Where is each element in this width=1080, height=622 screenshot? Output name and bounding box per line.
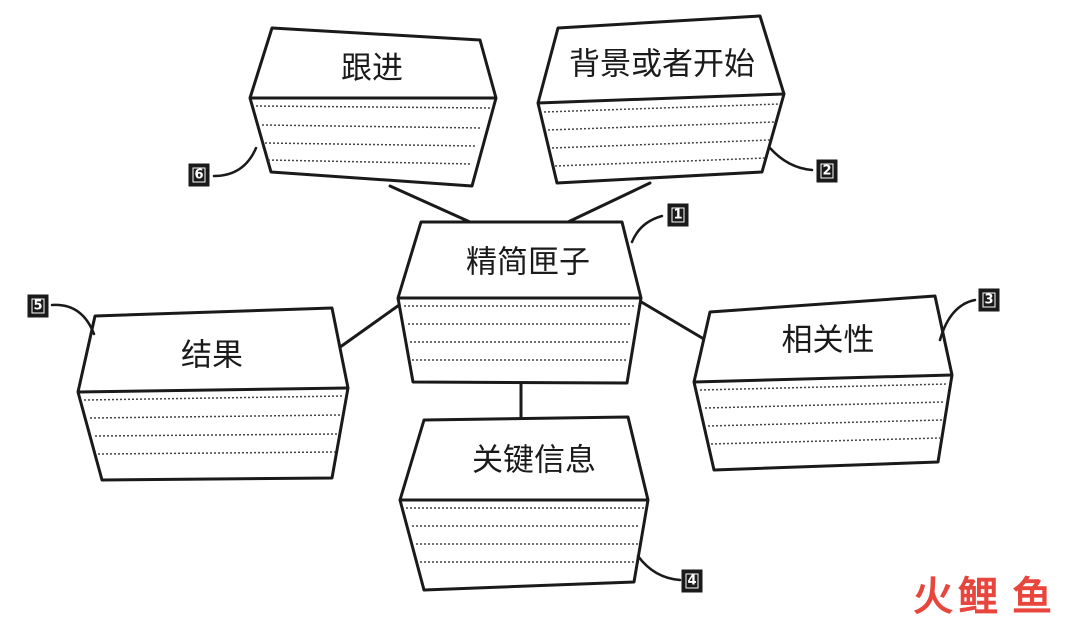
badge-3-number: 3 (984, 293, 993, 308)
badge-4: 4 (636, 554, 703, 593)
box-result-divider (77, 386, 349, 394)
box-result: 结果 (76, 306, 350, 482)
box-background-ruled-lines (543, 103, 781, 167)
box-center: 精简匣子 (396, 220, 643, 385)
badge-4-number: 4 (687, 574, 696, 589)
watermark-char-1: 火 (913, 574, 953, 620)
badge-5-number: 5 (33, 299, 42, 314)
box-key-info-title: 关键信息 (472, 443, 596, 479)
box-relevance-title: 相关性 (782, 323, 875, 359)
connector-to-background (566, 181, 652, 224)
connector-to-result (334, 301, 404, 352)
box-result-title: 结果 (181, 338, 243, 374)
box-key-info-ruled-lines (406, 507, 644, 563)
box-relevance-ruled-lines (699, 383, 949, 445)
badge-1-number: 1 (673, 208, 682, 223)
connector-lines (334, 181, 716, 419)
box-background-divider (537, 92, 785, 105)
box-key-info: 关键信息 (398, 415, 650, 592)
watermark-char-3: 鱼 (1012, 574, 1052, 620)
box-follow-up-ruled-lines (255, 105, 493, 165)
box-result-ruled-lines (83, 395, 345, 455)
badge-2-number: 2 (822, 164, 831, 179)
badge-6-number: 6 (194, 168, 203, 183)
connector-to-follow-up (388, 184, 472, 224)
watermark-logo: 火 鲤 鱼 (913, 574, 1052, 620)
box-background: 背景或者开始 (536, 14, 786, 185)
watermark-char-2: 鲤 (958, 574, 998, 620)
box-center-title: 精简匣子 (466, 245, 590, 281)
badge-5: 5 (27, 294, 96, 336)
box-follow-up: 跟进 (248, 26, 498, 188)
box-follow-up-title: 跟进 (341, 51, 403, 87)
badge-6: 6 (188, 146, 258, 187)
box-relevance-divider (693, 373, 953, 384)
box-background-title: 背景或者开始 (569, 47, 755, 83)
connector-to-relevance (636, 298, 716, 347)
badge-1: 1 (630, 203, 689, 244)
badge-2: 2 (768, 146, 838, 183)
box-center-ruled-lines (404, 305, 636, 361)
box-relevance: 相关性 (692, 294, 954, 472)
badge-3: 3 (938, 288, 1000, 342)
